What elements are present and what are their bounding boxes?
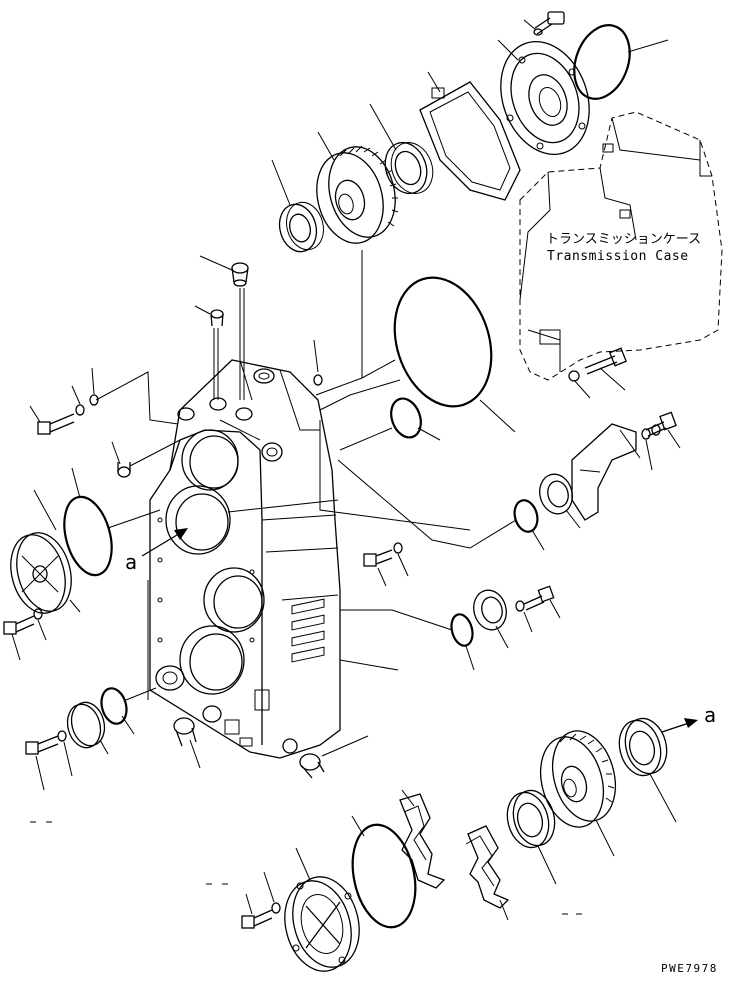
bracket-bolt: [641, 411, 681, 471]
drain-plug: [299, 735, 369, 779]
small-ring-top: [313, 374, 323, 386]
bottom-end-cover: [284, 847, 360, 972]
right-mid-cover: [539, 473, 581, 529]
leader-small-ring: [313, 339, 319, 373]
gasket-plate: [419, 71, 521, 201]
reference-arrow-left: [141, 528, 188, 557]
leader-lower-o-ring: [351, 815, 365, 837]
leader-top-boss: [219, 419, 261, 441]
case-mount-bolt: [568, 347, 628, 399]
leader-o-ring-right: [531, 529, 545, 551]
leader-o-ring-to-housing: [319, 379, 401, 411]
top-cover-bolt: [523, 11, 565, 36]
left-cover-plate: [10, 489, 81, 614]
leader-o-ring-lower: [465, 645, 475, 671]
leader-housing-right: [319, 420, 471, 531]
right-lower-cover: [473, 589, 509, 649]
small-o-ring-right: [513, 499, 539, 533]
leader-shaft-o-ring: [361, 359, 396, 379]
bottom-plug: [173, 717, 201, 769]
right-mid-bolt: [363, 542, 409, 587]
bearing-left-top: [271, 159, 324, 253]
leader-o-ring-lower-housing: [340, 609, 453, 631]
leader-left-o-ring: [71, 467, 81, 499]
retaining-clip-left: [399, 789, 446, 889]
leader-top-o-ring: [627, 39, 669, 53]
small-cover-bottom-left: [66, 687, 157, 755]
main-gear-housing: [149, 359, 341, 759]
transmission-case-label-jp: トランスミッションケース: [546, 232, 702, 247]
large-o-ring: [393, 276, 493, 408]
mounting-bracket: [571, 423, 641, 521]
small-o-ring-lower: [450, 613, 474, 647]
lower-o-ring: [351, 823, 417, 929]
bearing-lower-right: [618, 717, 677, 823]
left-cover-bolt: [3, 608, 47, 661]
small-o-ring-mid: [390, 397, 422, 439]
retaining-clip-right: [465, 825, 510, 921]
drawing-code: PWE7978: [661, 962, 718, 975]
left-o-ring: [63, 495, 113, 577]
mid-left-plug: [111, 439, 181, 478]
reference-label-a-left: a: [125, 550, 138, 574]
transmission-case-outline: [519, 111, 723, 381]
leader-housing: [339, 659, 399, 671]
bearing-cover-flange: [497, 39, 590, 156]
leader-small-o-ring: [417, 427, 441, 441]
bearing-upper: [369, 103, 434, 195]
leader-left-o-ring-housing: [107, 509, 161, 529]
breather-plug: [199, 255, 249, 400]
gear-lower: [540, 730, 616, 857]
leader-gear-assembly: [315, 250, 363, 396]
leader-small-o-ring-housing: [339, 427, 393, 451]
gear-upper: [316, 131, 399, 244]
level-plug: [194, 305, 224, 400]
top-o-ring: [573, 24, 631, 100]
reference-arrow-right: [661, 718, 698, 733]
right-lower-bolt: [515, 585, 561, 633]
leader-o-ring-right-housing: [337, 459, 517, 549]
reference-label-a-right: a: [704, 703, 717, 727]
bearing-lower: [506, 789, 557, 885]
upper-left-bolt-set: [29, 367, 179, 435]
bottom-left-bolt: [25, 730, 73, 791]
bottom-cover-bolt: [241, 871, 281, 929]
leader-large-o-ring: [479, 399, 516, 433]
transmission-case-label-en: Transmission Case: [547, 249, 689, 264]
